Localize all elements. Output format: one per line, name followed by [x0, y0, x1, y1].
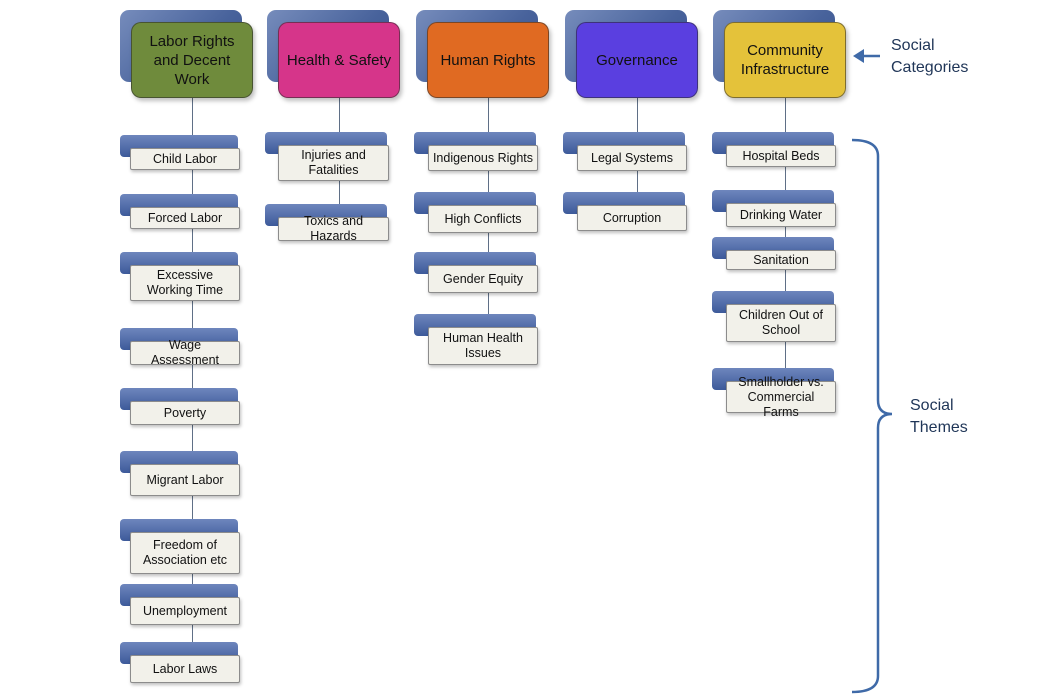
theme-box: Labor Laws [130, 655, 240, 683]
category-comm: Community Infrastructure [713, 10, 847, 100]
category-gov: Governance [565, 10, 699, 100]
theme-node: High Conflicts [414, 192, 550, 233]
social-categories-label: Social Categories [891, 37, 969, 76]
theme-box: Wage Assessment [130, 338, 240, 367]
theme-box: Human Health Issues [428, 327, 538, 365]
theme-box: Forced Labor [130, 207, 240, 229]
theme-node: Toxics and Hazards [265, 204, 401, 243]
theme-node: Poverty [120, 388, 252, 425]
theme-box: Gender Equity [428, 265, 538, 293]
theme-node: Gender Equity [414, 252, 550, 293]
theme-node: Drinking Water [712, 190, 848, 227]
theme-box: Toxics and Hazards [278, 214, 389, 243]
theme-node: Corruption [563, 192, 699, 231]
theme-node: Sanitation [712, 237, 848, 270]
theme-node: Freedom of Association etc [120, 519, 252, 574]
category-health: Health & Safety [267, 10, 401, 100]
theme-box: Corruption [577, 205, 687, 231]
theme-node: Children Out of School [712, 291, 848, 342]
theme-box: Unemployment [130, 597, 240, 625]
theme-node: Labor Laws [120, 642, 252, 683]
theme-node: Wage Assessment [120, 328, 252, 367]
theme-node: Indigenous Rights [414, 132, 550, 171]
theme-box: Indigenous Rights [428, 145, 538, 171]
theme-box: Child Labor [130, 148, 240, 170]
category-box-health: Health & Safety [278, 22, 400, 98]
theme-box: Injuries and Fatalities [278, 145, 389, 181]
theme-box: Drinking Water [726, 203, 836, 227]
category-box-gov: Governance [576, 22, 698, 98]
theme-node: Human Health Issues [414, 314, 550, 365]
theme-node: Hospital Beds [712, 132, 848, 167]
theme-node: Smallholder vs. Commercial Farms [712, 368, 848, 419]
theme-node: Excessive Working Time [120, 252, 252, 301]
theme-node: Injuries and Fatalities [265, 132, 401, 181]
theme-box: Excessive Working Time [130, 265, 240, 301]
theme-box: Sanitation [726, 250, 836, 270]
theme-box: Hospital Beds [726, 145, 836, 167]
category-labor: Labor Rights and Decent Work [120, 10, 254, 100]
theme-box: Children Out of School [726, 304, 836, 342]
theme-node: Migrant Labor [120, 451, 252, 496]
theme-node: Unemployment [120, 584, 252, 625]
category-box-labor: Labor Rights and Decent Work [131, 22, 253, 98]
category-box-human: Human Rights [427, 22, 549, 98]
theme-node: Legal Systems [563, 132, 699, 171]
theme-box: Migrant Labor [130, 464, 240, 496]
theme-box: Smallholder vs. Commercial Farms [726, 375, 836, 419]
connector-labor [192, 98, 193, 655]
theme-node: Forced Labor [120, 194, 252, 229]
category-box-comm: Community Infrastructure [724, 22, 846, 98]
theme-box: Poverty [130, 401, 240, 425]
category-human: Human Rights [416, 10, 550, 100]
theme-box: Legal Systems [577, 145, 687, 171]
theme-box: High Conflicts [428, 205, 538, 233]
social-themes-label: Social Themes [910, 397, 968, 436]
theme-node: Child Labor [120, 135, 252, 170]
theme-box: Freedom of Association etc [130, 532, 240, 574]
categories-arrow [853, 49, 880, 63]
themes-brace [851, 138, 893, 694]
